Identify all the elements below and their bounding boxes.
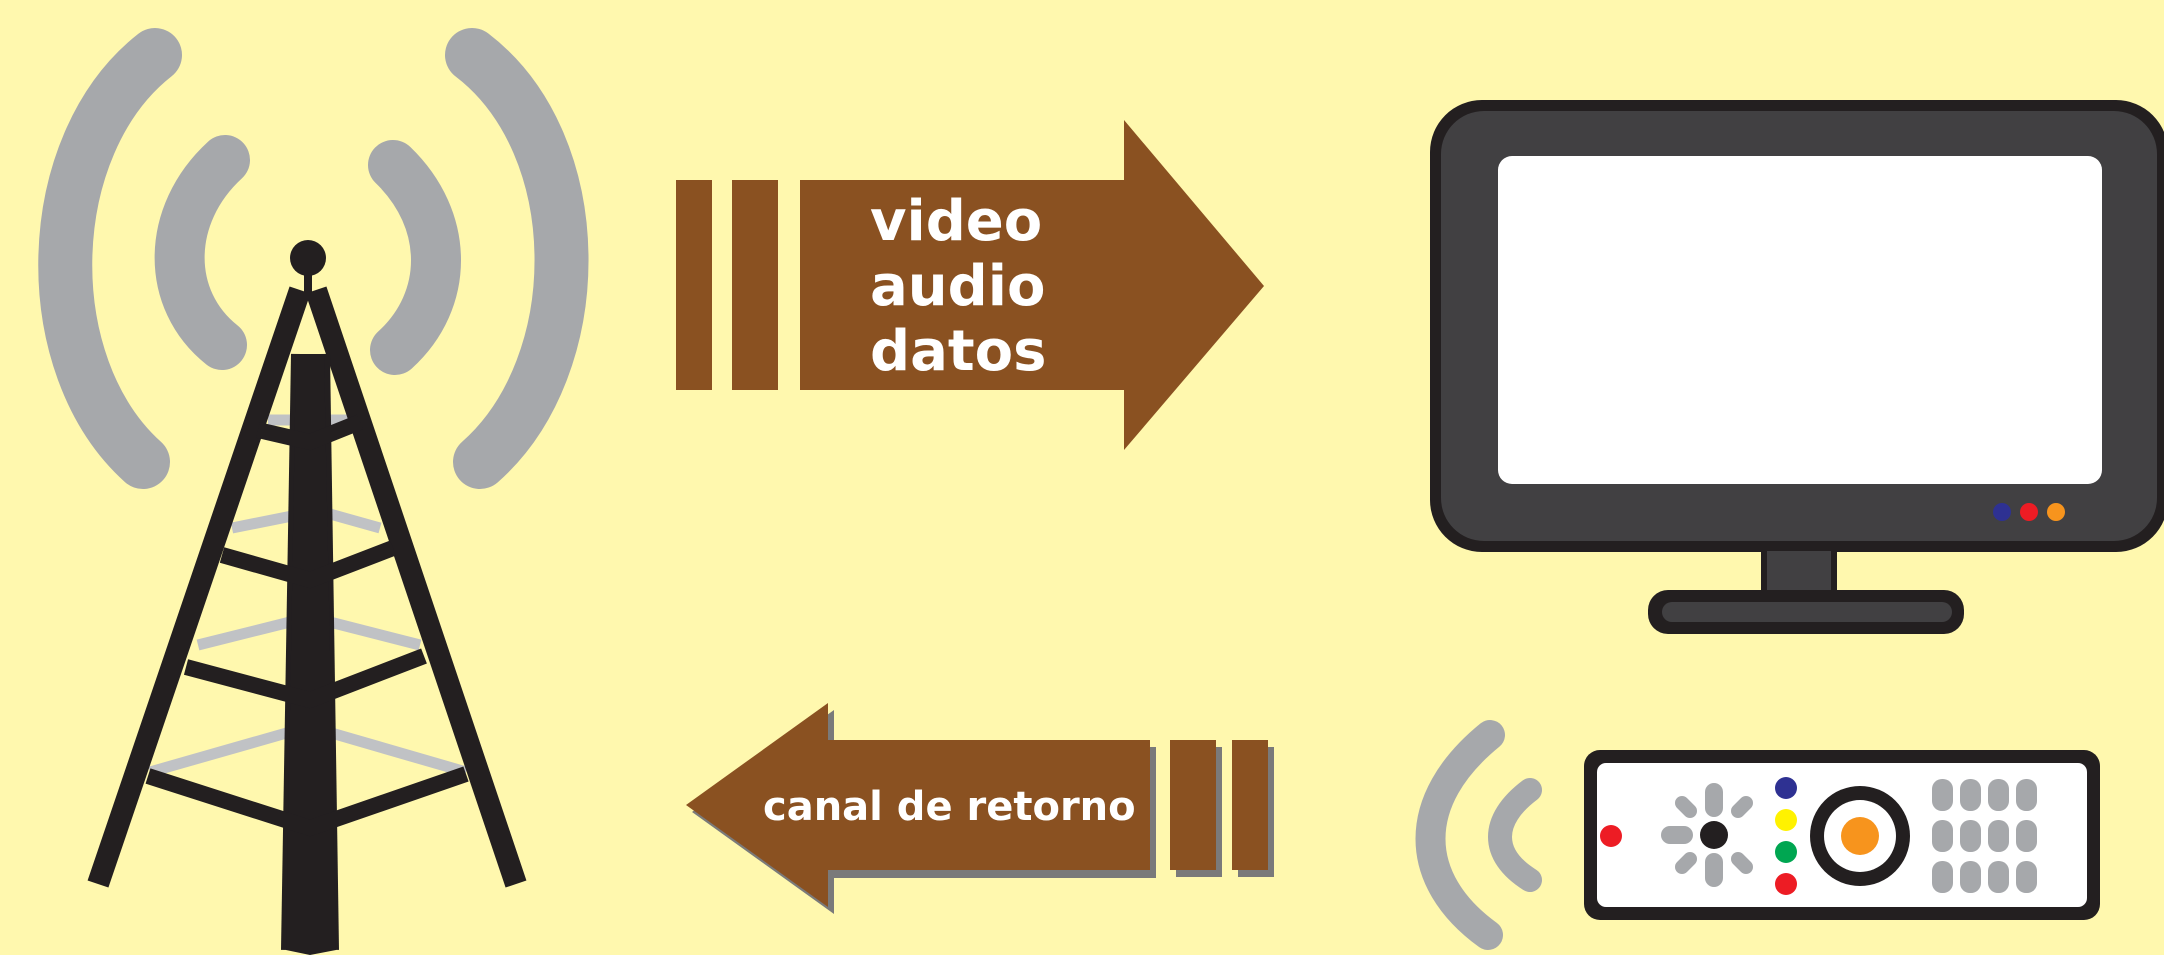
inner-wave-right — [368, 140, 461, 375]
remote-outer-wave — [1415, 720, 1505, 950]
forward-arrow: video audio datos — [676, 120, 1264, 450]
return-arrow-label: canal de retorno — [763, 784, 1136, 830]
remote-button-green — [1775, 841, 1797, 863]
outer-wave-right — [445, 28, 589, 489]
remote-ok-button — [1841, 817, 1879, 855]
forward-arrow-label-datos: datos — [870, 319, 1046, 384]
tower-front-braces — [145, 414, 469, 837]
tv-indicator-orange — [2047, 503, 2065, 521]
forward-arrow-label-video: video — [870, 189, 1042, 254]
wireless-signal-icon — [1415, 720, 1542, 950]
forward-arrow-bar-1 — [676, 180, 712, 390]
remote-button-yellow — [1775, 809, 1797, 831]
tv-indicator-red — [2020, 503, 2038, 521]
remote-power-led — [1600, 825, 1622, 847]
outer-wave-left — [38, 28, 182, 489]
inner-wave-left — [154, 135, 250, 370]
remote-inner-wave — [1488, 778, 1542, 892]
remote-control-icon — [1584, 750, 2100, 920]
remote-button-red — [1775, 873, 1797, 895]
return-arrow: canal de retorno — [686, 703, 1274, 914]
remote-button-blue — [1775, 777, 1797, 799]
remote-number-pad — [1932, 779, 2037, 893]
return-arrow-body — [686, 703, 1150, 907]
tower-tip — [290, 240, 326, 276]
return-arrow-bar-2 — [1232, 740, 1268, 870]
tv-stand-top — [1662, 602, 1952, 622]
remote-dpad-center — [1700, 821, 1728, 849]
tv-indicator-blue — [1993, 503, 2011, 521]
television-icon — [1430, 100, 2164, 634]
tv-screen — [1498, 156, 2102, 484]
return-arrow-bar-1 — [1170, 740, 1216, 870]
remote-dpad — [1661, 783, 1753, 887]
broadcast-tower-icon — [87, 240, 527, 955]
tower-center-mast — [286, 354, 336, 955]
forward-arrow-label-audio: audio — [870, 254, 1045, 319]
radio-waves-icon — [38, 28, 589, 489]
forward-arrow-body — [800, 120, 1264, 450]
forward-arrow-bar-2 — [732, 180, 778, 390]
